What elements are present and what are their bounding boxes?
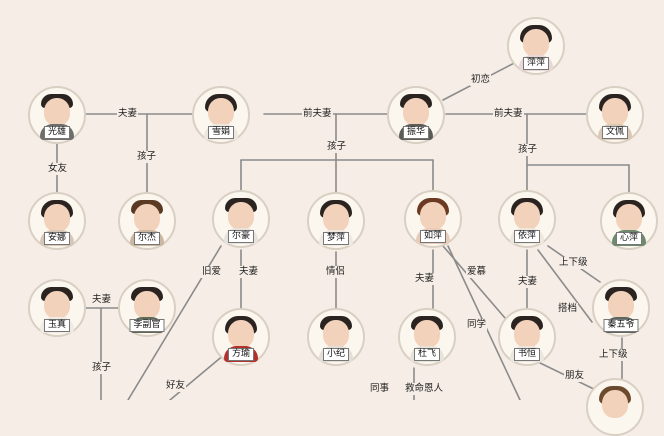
relation-label: 夫妻 bbox=[117, 108, 139, 120]
relation-label: 上下级 bbox=[598, 349, 629, 361]
relation-label: 孩子 bbox=[326, 141, 348, 153]
person-name: 书恒 bbox=[513, 348, 541, 361]
relation-label: 前夫妻 bbox=[493, 108, 524, 120]
relation-label: 救命恩人 bbox=[404, 383, 445, 395]
relation-label: 同学 bbox=[466, 319, 488, 331]
person-name: 依萍 bbox=[513, 230, 541, 243]
person-node[interactable]: 杜飞 bbox=[398, 308, 456, 366]
person-name: 文佩 bbox=[601, 126, 629, 139]
relation-label: 朋友 bbox=[564, 370, 586, 382]
person-node[interactable]: 依萍 bbox=[498, 190, 556, 248]
relation-label: 夫妻 bbox=[517, 276, 539, 288]
person-name: 小纪 bbox=[322, 348, 350, 361]
relation-label: 前夫妻 bbox=[302, 108, 333, 120]
person-name: 方瑜 bbox=[227, 348, 255, 361]
person-node[interactable]: 雪娟 bbox=[192, 86, 250, 144]
relation-label: 情侣 bbox=[325, 266, 347, 278]
person-name: 心萍 bbox=[615, 232, 643, 245]
person-node[interactable]: 梦萍 bbox=[307, 192, 365, 250]
person-node[interactable]: 如萍 bbox=[404, 190, 462, 248]
person-node[interactable]: 书恒 bbox=[498, 308, 556, 366]
relation-label: 同事 bbox=[369, 383, 391, 395]
person-node[interactable]: 李副官 bbox=[118, 279, 176, 337]
person-name: 雪娟 bbox=[207, 126, 235, 139]
person-node[interactable]: 小纪 bbox=[307, 308, 365, 366]
person-name: 尔杰 bbox=[133, 232, 161, 245]
person-name: 秦五爷 bbox=[603, 319, 639, 332]
relation-label: 爱慕 bbox=[466, 266, 488, 278]
person-node[interactable]: 秦五爷 bbox=[592, 279, 650, 337]
person-name: 萍萍 bbox=[522, 57, 550, 70]
relation-label: 搭档 bbox=[557, 303, 579, 315]
person-name: 安娜 bbox=[43, 232, 71, 245]
relation-label: 夫妻 bbox=[414, 273, 436, 285]
person-node[interactable]: 尔豪 bbox=[212, 190, 270, 248]
person-node[interactable]: 尔杰 bbox=[118, 192, 176, 250]
relation-label: 初恋 bbox=[470, 74, 492, 86]
person-name: 梦萍 bbox=[322, 232, 350, 245]
person-node[interactable]: 文佩 bbox=[586, 86, 644, 144]
person-node[interactable]: 心萍 bbox=[600, 192, 658, 250]
relation-label: 夫妻 bbox=[238, 266, 260, 278]
person-node[interactable]: 振华 bbox=[387, 86, 445, 144]
person-node[interactable]: 萍萍 bbox=[507, 17, 565, 75]
person-node[interactable]: 玉真 bbox=[28, 279, 86, 337]
person-name: 尔豪 bbox=[227, 230, 255, 243]
person-node-partial bbox=[586, 378, 644, 436]
relation-label: 旧爱 bbox=[201, 266, 223, 278]
person-name: 李副官 bbox=[129, 319, 165, 332]
relation-label: 女友 bbox=[47, 163, 69, 175]
person-name: 光雄 bbox=[43, 126, 71, 139]
person-name: 如萍 bbox=[419, 230, 447, 243]
person-node[interactable]: 方瑜 bbox=[212, 308, 270, 366]
relation-label: 孩子 bbox=[517, 144, 539, 156]
relation-label: 上下级 bbox=[558, 257, 589, 269]
relation-label: 孩子 bbox=[136, 151, 158, 163]
person-name: 玉真 bbox=[43, 319, 71, 332]
relation-label: 夫妻 bbox=[91, 294, 113, 306]
person-node[interactable]: 光雄 bbox=[28, 86, 86, 144]
person-node[interactable]: 安娜 bbox=[28, 192, 86, 250]
person-name: 杜飞 bbox=[413, 348, 441, 361]
relation-label: 孩子 bbox=[91, 362, 113, 374]
relation-label: 好友 bbox=[165, 380, 187, 392]
person-name: 振华 bbox=[402, 126, 430, 139]
